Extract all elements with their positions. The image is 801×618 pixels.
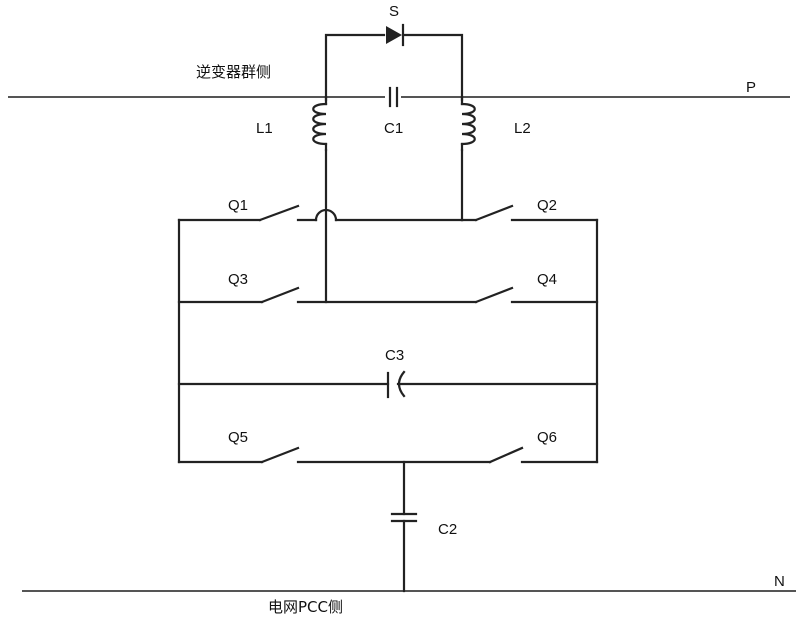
- capacitor-c1: [385, 88, 401, 106]
- label-q3: Q3: [228, 271, 248, 288]
- switch-q6: [490, 448, 597, 462]
- label-q6: Q6: [537, 429, 557, 446]
- label-s: S: [389, 3, 399, 20]
- label-n: N: [774, 573, 785, 590]
- label-q5: Q5: [228, 429, 248, 446]
- label-q1: Q1: [228, 197, 248, 214]
- capacitor-c3: [179, 372, 597, 397]
- switch-q2: [462, 206, 597, 220]
- label-c2: C2: [438, 521, 457, 538]
- inductor-l1: [313, 97, 326, 150]
- inductor-l2: [462, 97, 475, 150]
- switch-q1: [179, 206, 462, 220]
- switch-q5: [179, 448, 490, 462]
- label-l2: L2: [514, 120, 531, 137]
- label-q4: Q4: [537, 271, 557, 288]
- label-p: P: [746, 79, 756, 96]
- switch-q3: [179, 288, 476, 302]
- label-q2: Q2: [537, 197, 557, 214]
- label-grid-side: 电网PCC侧: [268, 598, 343, 616]
- label-inverter-side: 逆变器群侧: [196, 63, 271, 81]
- label-c3: C3: [385, 347, 404, 364]
- capacitor-c2: [392, 462, 416, 591]
- label-c1: C1: [384, 120, 403, 137]
- label-l1: L1: [256, 120, 273, 137]
- switch-q4: [476, 288, 597, 302]
